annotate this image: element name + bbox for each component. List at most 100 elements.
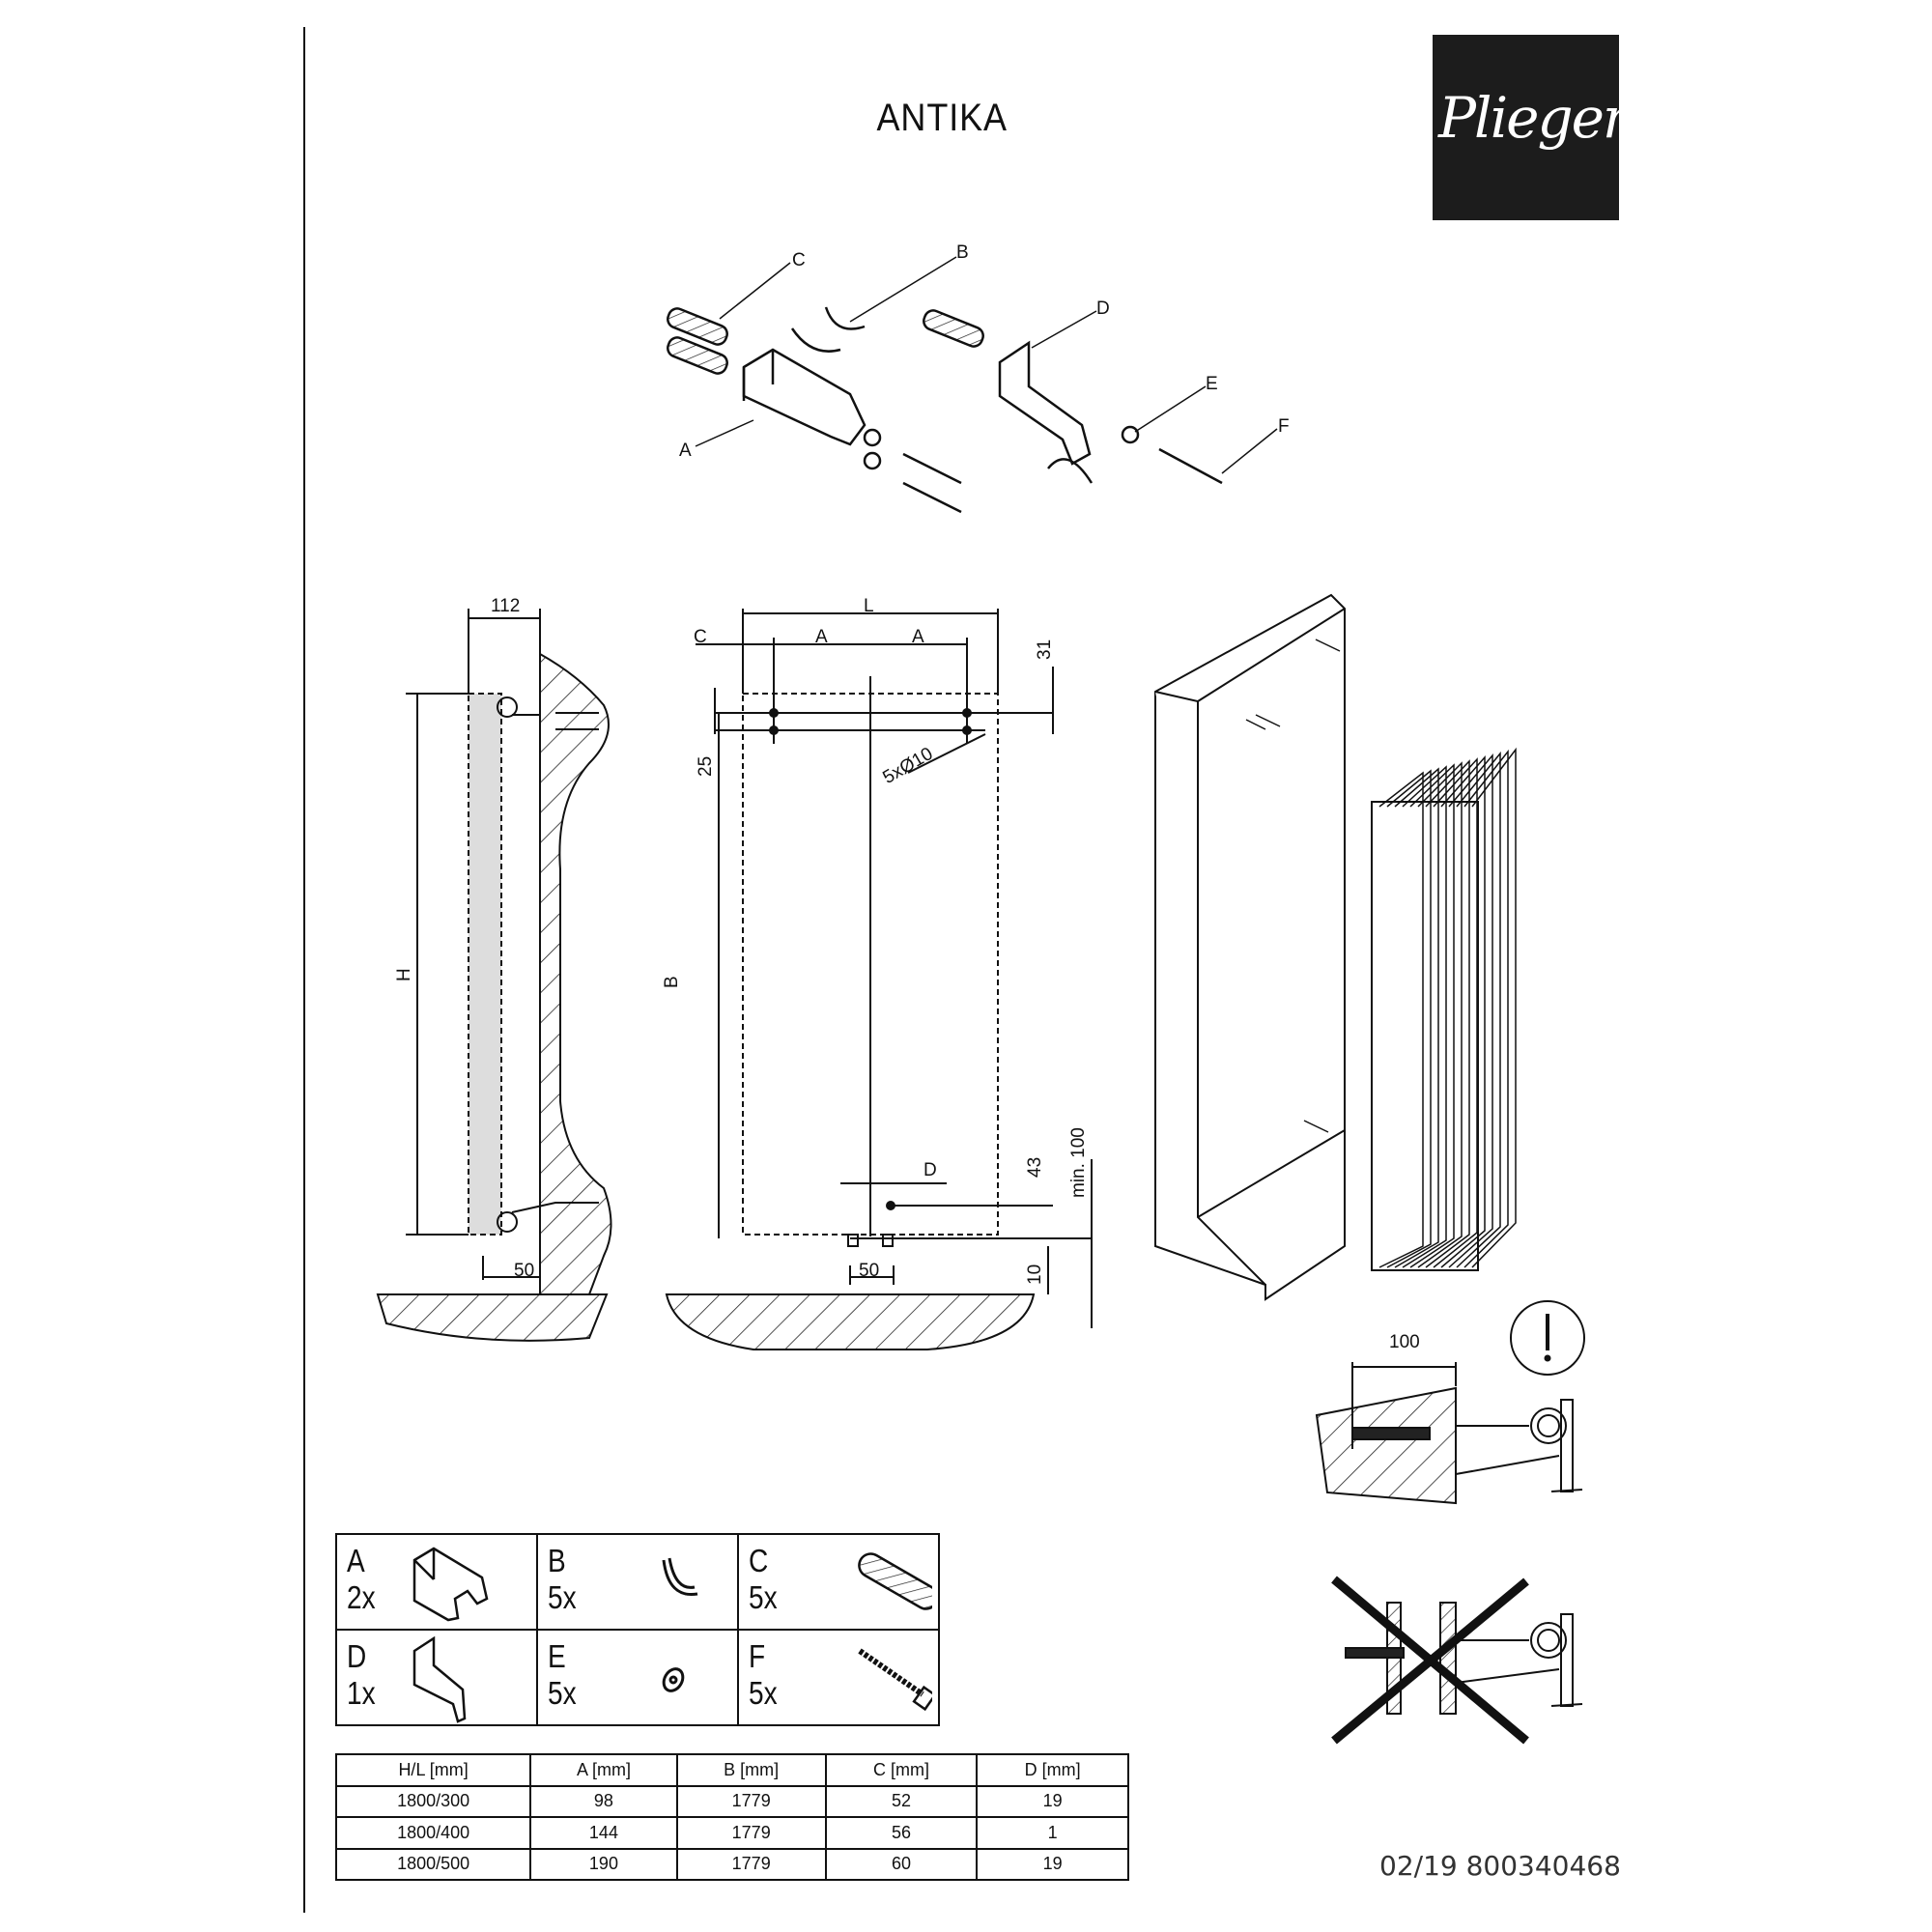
label-f: F <box>1278 416 1290 437</box>
table-row: 1800/500 190 1779 60 19 <box>334 1847 1129 1881</box>
table-cell: 1779 <box>675 1784 827 1818</box>
table-cell: 1800/400 <box>334 1816 532 1850</box>
label-a: A <box>679 440 692 461</box>
min-label: min. 100 <box>1068 1127 1089 1198</box>
height-label: H <box>394 968 414 981</box>
radiator-fin <box>1425 759 1470 1268</box>
radiator-fin <box>1471 747 1517 1268</box>
correct-mounting-diagram <box>1315 1300 1585 1505</box>
label-b: B <box>956 242 969 263</box>
part-qty: 5x <box>548 1579 577 1615</box>
radiator-fin <box>1448 753 1493 1268</box>
incorrect-mounting-diagram <box>1331 1576 1583 1745</box>
radiator-fin <box>1417 761 1463 1268</box>
clip-icon <box>662 1557 698 1597</box>
radiator-fin <box>1433 757 1478 1268</box>
part-letter: E <box>548 1638 566 1674</box>
radiator-fin <box>1463 749 1509 1268</box>
part-letter: F <box>749 1638 766 1674</box>
screw-icon <box>858 1648 932 1712</box>
radiator-fin <box>1378 771 1424 1268</box>
table-row: 1800/400 144 1779 56 1 <box>334 1816 1129 1850</box>
radiator-fin <box>1456 751 1501 1268</box>
pipe-spacing-label: 50 <box>859 1261 879 1281</box>
brand-logo: Plieger <box>1433 35 1630 220</box>
table-cell: 1800/300 <box>334 1784 532 1818</box>
washer-icon <box>662 1667 685 1692</box>
bottom-43-label: 43 <box>1025 1157 1045 1178</box>
side-offset-label: 50 <box>514 1261 534 1281</box>
holes-label: 5xØ10 <box>879 744 936 788</box>
page-title: ANTIKA <box>876 97 1008 139</box>
exploded-view <box>667 256 1278 514</box>
bracket-a-icon <box>412 1547 489 1622</box>
part-letter: D <box>347 1638 367 1674</box>
table-row: 1800/300 98 1779 52 19 <box>334 1784 1129 1818</box>
part-qty: 5x <box>749 1579 778 1615</box>
radiator-fin <box>1386 769 1432 1268</box>
table-cell: 56 <box>824 1816 979 1850</box>
radiator-fin <box>1402 765 1447 1268</box>
label-d: D <box>1096 298 1110 319</box>
table-cell: 1779 <box>675 1816 827 1850</box>
label-e: E <box>1206 374 1218 394</box>
side-width-label: 112 <box>491 596 520 616</box>
perspective-view <box>1154 593 1517 1301</box>
table-cell: 1779 <box>675 1847 827 1881</box>
table-cell: 190 <box>529 1847 678 1881</box>
column-header: D [mm] <box>976 1753 1129 1787</box>
clip-icon <box>790 306 1094 484</box>
side-view <box>376 609 612 1342</box>
anchor-icon <box>667 307 984 375</box>
top-offset-label: 31 <box>1035 639 1055 660</box>
bottom-10-label: 10 <box>1025 1264 1045 1285</box>
label-c: C <box>792 250 806 270</box>
table-cell: 1800/500 <box>334 1847 532 1881</box>
part-qty: 1x <box>347 1675 376 1711</box>
table-cell: 52 <box>824 1784 979 1818</box>
radiator-icon <box>1371 747 1517 1271</box>
exclamation-icon <box>1510 1300 1585 1376</box>
part-qty: 5x <box>548 1675 577 1711</box>
part-letter: B <box>548 1543 566 1578</box>
wall-plug-icon <box>858 1552 932 1610</box>
a-dim-label-1: A <box>815 627 828 647</box>
radiator-fin <box>1394 767 1439 1268</box>
b-dim-label: B <box>662 976 682 988</box>
screw-icon <box>902 447 1223 514</box>
length-label: L <box>864 596 874 616</box>
column-header: B [mm] <box>675 1753 827 1787</box>
part-letter: A <box>347 1543 365 1578</box>
column-header: C [mm] <box>824 1753 979 1787</box>
table-cell: 98 <box>529 1784 678 1818</box>
table-cell: 1 <box>976 1816 1129 1850</box>
dimensions-table: H/L [mm] A [mm] B [mm] C [mm] D [mm] 180… <box>334 1753 1129 1881</box>
depth-label: 100 <box>1389 1332 1420 1352</box>
table-cell: 19 <box>976 1847 1129 1881</box>
part-letter: C <box>749 1543 769 1578</box>
part-qty: 5x <box>749 1675 778 1711</box>
front-view <box>665 609 1093 1350</box>
c-dim-label: C <box>694 627 707 647</box>
hole-spacing-label: 25 <box>696 756 716 777</box>
table-cell: 144 <box>529 1816 678 1850</box>
bracket-d-icon <box>412 1636 467 1723</box>
bracket-d-icon <box>998 340 1092 466</box>
a-dim-label-2: A <box>912 627 924 647</box>
column-header: A [mm] <box>529 1753 678 1787</box>
d-dim-label: D <box>923 1160 937 1180</box>
table-cell: 60 <box>824 1847 979 1881</box>
radiator-fin <box>1409 763 1455 1268</box>
table-header-row: H/L [mm] A [mm] B [mm] C [mm] D [mm] <box>334 1753 1129 1787</box>
logo-text: Plieger <box>1438 85 1630 151</box>
table-cell: 19 <box>976 1784 1129 1818</box>
washer-icon <box>863 425 1140 470</box>
